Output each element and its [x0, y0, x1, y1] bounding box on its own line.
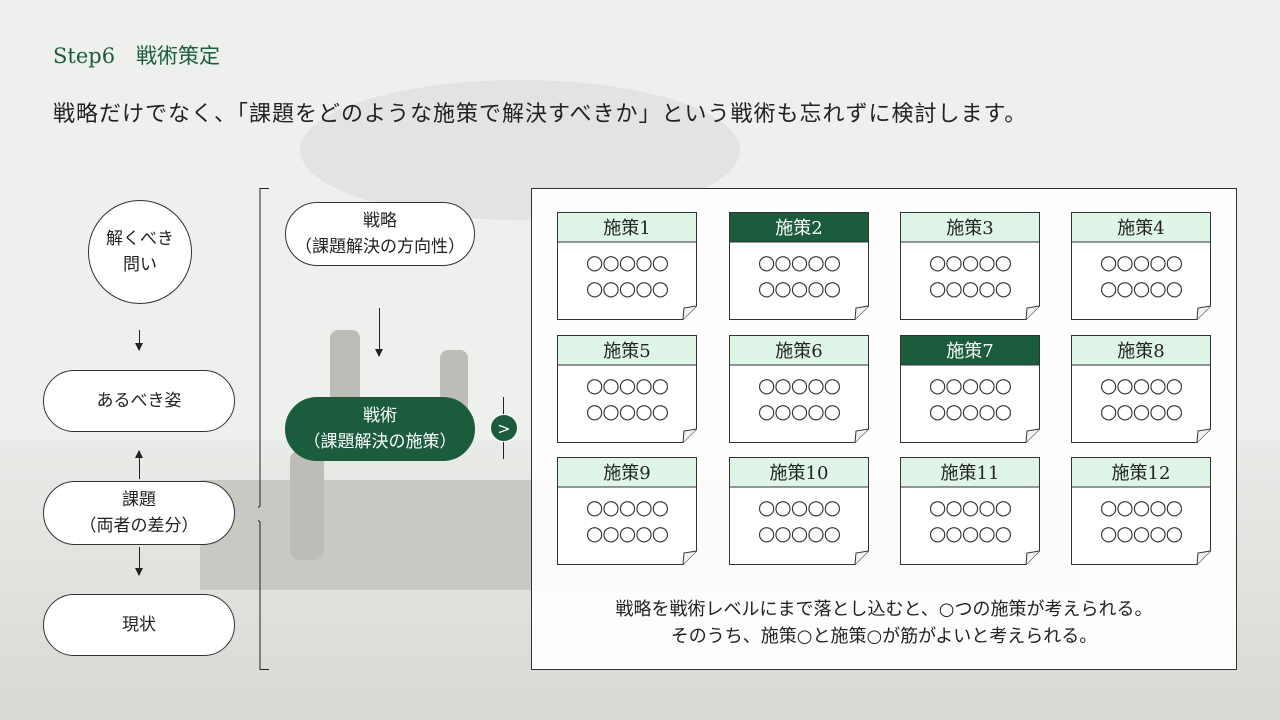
- placeholder-row: ○○○○○: [757, 399, 841, 423]
- card-shape: [557, 335, 697, 443]
- card-shape: [900, 212, 1040, 320]
- arrow-down-icon: [135, 547, 143, 576]
- measure-placeholder: ○○○○○○○○○○: [557, 372, 697, 424]
- placeholder-row: ○○○○○: [585, 495, 669, 519]
- measure-placeholder: ○○○○○○○○○○: [900, 372, 1040, 424]
- placeholder-row: ○○○○○: [757, 495, 841, 519]
- measure-placeholder: ○○○○○○○○○○: [900, 249, 1040, 301]
- placeholder-row: ○○○○○: [757, 373, 841, 397]
- placeholder-row: ○○○○○: [928, 276, 1012, 300]
- card-shape: [557, 212, 697, 320]
- measure-title: 施策9: [603, 463, 651, 484]
- bracket-icon: [258, 188, 269, 670]
- measure-title: 施策5: [603, 341, 651, 362]
- tactics-line-1: 戦術: [363, 406, 397, 426]
- measure-title: 施策8: [1117, 341, 1165, 362]
- measure-card: 施策9 ○○○○○○○○○○: [557, 457, 697, 565]
- measure-placeholder: ○○○○○○○○○○: [1071, 372, 1211, 424]
- measure-card: 施策2 ○○○○○○○○○○: [729, 212, 869, 320]
- placeholder-row: ○○○○○: [757, 250, 841, 274]
- measure-card: 施策11 ○○○○○○○○○○: [900, 457, 1040, 565]
- arrow-down-icon: [375, 308, 383, 357]
- measure-card: 施策12 ○○○○○○○○○○: [1071, 457, 1211, 565]
- question-line-1: 解くべき: [106, 229, 174, 249]
- card-shape: [900, 335, 1040, 443]
- placeholder-row: ○○○○○: [585, 250, 669, 274]
- card-shape: [729, 212, 869, 320]
- measure-title: 施策4: [1117, 218, 1165, 239]
- card-shape: [557, 457, 697, 565]
- measure-title: 施策6: [775, 341, 823, 362]
- placeholder-row: ○○○○○: [928, 373, 1012, 397]
- measure-placeholder: ○○○○○○○○○○: [900, 494, 1040, 546]
- measure-title: 施策1: [603, 218, 651, 239]
- placeholder-row: ○○○○○: [928, 250, 1012, 274]
- tactics-node: 戦術 （課題解決の施策）: [285, 397, 475, 461]
- placeholder-row: ○○○○○: [1099, 250, 1183, 274]
- strategy-line-2: （課題解決の方向性）: [295, 237, 465, 257]
- placeholder-row: ○○○○○: [1099, 521, 1183, 545]
- placeholder-row: ○○○○○: [585, 276, 669, 300]
- measure-card: 施策4 ○○○○○○○○○○: [1071, 212, 1211, 320]
- placeholder-row: ○○○○○: [928, 399, 1012, 423]
- placeholder-row: ○○○○○: [585, 521, 669, 545]
- conclusion-note: 戦略を戦術レベルにまで落とし込むと、○つの施策が考えられる。 そのうち、施策○と…: [531, 596, 1237, 650]
- measure-placeholder: ○○○○○○○○○○: [557, 494, 697, 546]
- placeholder-row: ○○○○○: [1099, 276, 1183, 300]
- placeholder-row: ○○○○○: [928, 521, 1012, 545]
- card-shape: [1071, 335, 1211, 443]
- question-node: 解くべき 問い: [88, 200, 192, 304]
- card-shape: [900, 457, 1040, 565]
- conclusion-line-1: 戦略を戦術レベルにまで落とし込むと、○つの施策が考えられる。: [615, 599, 1153, 620]
- page-subtitle: 戦略だけでなく、「課題をどのような施策で解決すべきか」という戦術も忘れずに検討し…: [53, 102, 1028, 127]
- measure-title: 施策3: [946, 218, 994, 239]
- ideal-state-node: あるべき姿: [43, 370, 235, 432]
- ideal-state-label: あるべき姿: [96, 391, 182, 411]
- measure-title: 施策10: [769, 463, 829, 484]
- strategy-node: 戦略 （課題解決の方向性）: [285, 202, 475, 266]
- current-state-node: 現状: [43, 594, 235, 656]
- step-title: Step6 戦術策定: [53, 44, 221, 68]
- placeholder-row: ○○○○○: [757, 276, 841, 300]
- measure-card: 施策3 ○○○○○○○○○○: [900, 212, 1040, 320]
- measure-placeholder: ○○○○○○○○○○: [729, 494, 869, 546]
- strategy-line-1: 戦略: [363, 211, 397, 231]
- issue-node: 課題 （両者の差分）: [43, 481, 235, 545]
- measure-card: 施策10 ○○○○○○○○○○: [729, 457, 869, 565]
- card-shape: [729, 335, 869, 443]
- placeholder-row: ○○○○○: [757, 521, 841, 545]
- measure-title: 施策2: [775, 218, 823, 239]
- measure-placeholder: ○○○○○○○○○○: [729, 372, 869, 424]
- issue-line-2: （両者の差分）: [79, 516, 199, 536]
- measure-title: 施策7: [946, 341, 994, 362]
- tactics-line-2: （課題解決の施策）: [303, 432, 457, 452]
- conclusion-line-2: そのうち、施策○と施策○が筋がよいと考えられる。: [670, 626, 1098, 647]
- measure-card: 施策5 ○○○○○○○○○○: [557, 335, 697, 443]
- arrow-up-icon: [135, 450, 143, 479]
- question-line-2: 問い: [123, 255, 157, 275]
- placeholder-row: ○○○○○: [585, 373, 669, 397]
- placeholder-row: ○○○○○: [928, 495, 1012, 519]
- measure-card: 施策8 ○○○○○○○○○○: [1071, 335, 1211, 443]
- chevron-right-icon: >: [490, 414, 518, 442]
- arrow-down-icon: [135, 330, 143, 351]
- measure-card: 施策7 ○○○○○○○○○○: [900, 335, 1040, 443]
- measure-placeholder: ○○○○○○○○○○: [729, 249, 869, 301]
- measure-card: 施策1 ○○○○○○○○○○: [557, 212, 697, 320]
- card-shape: [1071, 457, 1211, 565]
- placeholder-row: ○○○○○: [585, 399, 669, 423]
- placeholder-row: ○○○○○: [1099, 399, 1183, 423]
- measure-placeholder: ○○○○○○○○○○: [1071, 249, 1211, 301]
- card-shape: [729, 457, 869, 565]
- issue-line-1: 課題: [122, 490, 156, 510]
- measure-card: 施策6 ○○○○○○○○○○: [729, 335, 869, 443]
- current-state-label: 現状: [122, 615, 156, 635]
- measure-title: 施策11: [940, 463, 1000, 484]
- measure-placeholder: ○○○○○○○○○○: [1071, 494, 1211, 546]
- placeholder-row: ○○○○○: [1099, 495, 1183, 519]
- card-shape: [1071, 212, 1211, 320]
- measure-placeholder: ○○○○○○○○○○: [557, 249, 697, 301]
- measure-title: 施策12: [1111, 463, 1171, 484]
- placeholder-row: ○○○○○: [1099, 373, 1183, 397]
